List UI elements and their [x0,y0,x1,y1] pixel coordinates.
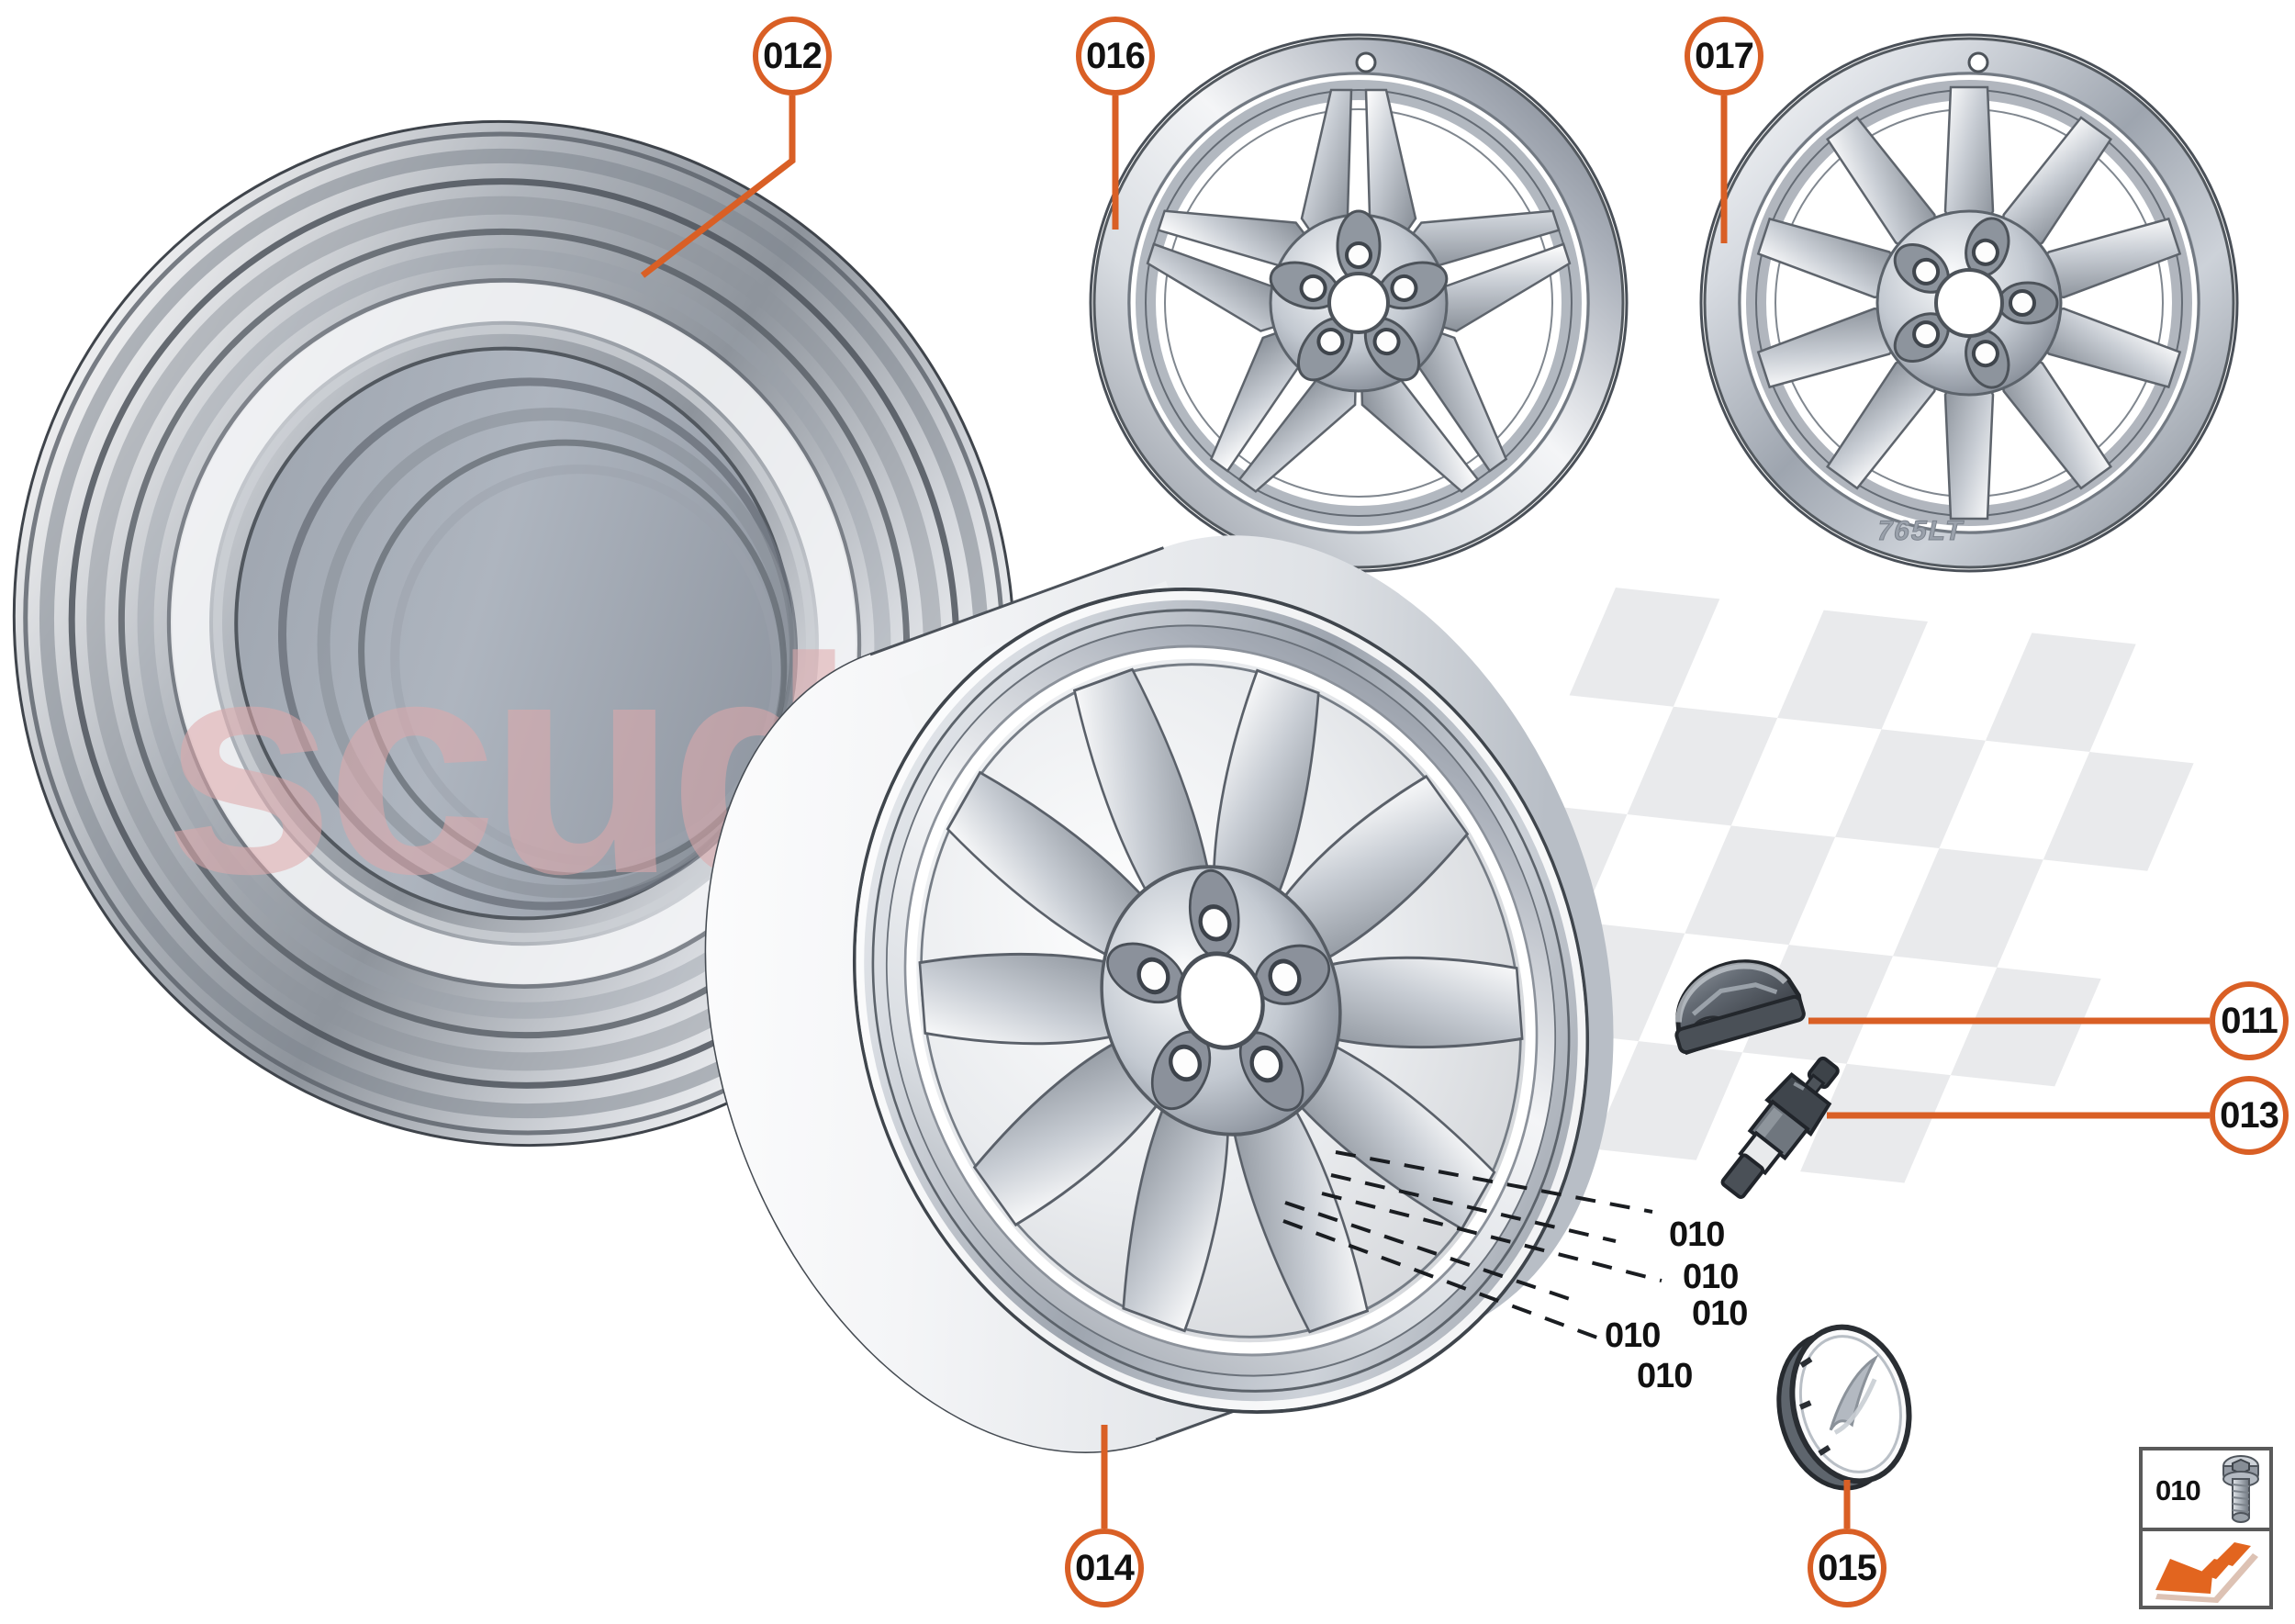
orange-arrow-icon [2155,1542,2258,1603]
part-016-wheel-5-spoke [1089,33,1629,573]
wheel-bolt-icon [2222,1455,2259,1523]
part-011-tpms-sensor [1674,959,1806,1056]
wheel-017-inscription: 765LT [1874,516,1966,546]
callout-015[interactable]: 015 [1808,1529,1886,1607]
callout-017[interactable]: 017 [1685,17,1763,95]
callout-014[interactable]: 014 [1065,1529,1144,1607]
part-017-wheel-10-spoke: 765LT [1699,33,2239,573]
legend-bolt-row: 010 [2143,1450,2269,1531]
bolt-leader-lines [1282,1150,1662,1342]
legend-box: 010 [2139,1447,2273,1609]
callout-leader-lines [640,95,2210,1529]
bolt-tag-010-5: 010 [1637,1357,1693,1395]
callout-016[interactable]: 016 [1076,17,1155,95]
bolt-tag-010-4: 010 [1605,1316,1661,1355]
part-014-wheel-rim [704,535,1614,1453]
part-015-centre-cap [1776,1324,1912,1491]
callout-013[interactable]: 013 [2210,1076,2289,1155]
legend-part-number: 010 [2155,1474,2201,1506]
legend-arrow-row [2143,1531,2269,1609]
leader-012 [640,95,796,278]
bolt-tag-010-2: 010 [1683,1258,1739,1296]
part-013-valve-stem [1720,1056,1840,1199]
callout-012[interactable]: 012 [753,17,832,95]
callout-011[interactable]: 011 [2210,981,2289,1060]
bolt-tag-010-1: 010 [1669,1215,1725,1254]
bolt-tag-010-3: 010 [1692,1294,1748,1333]
